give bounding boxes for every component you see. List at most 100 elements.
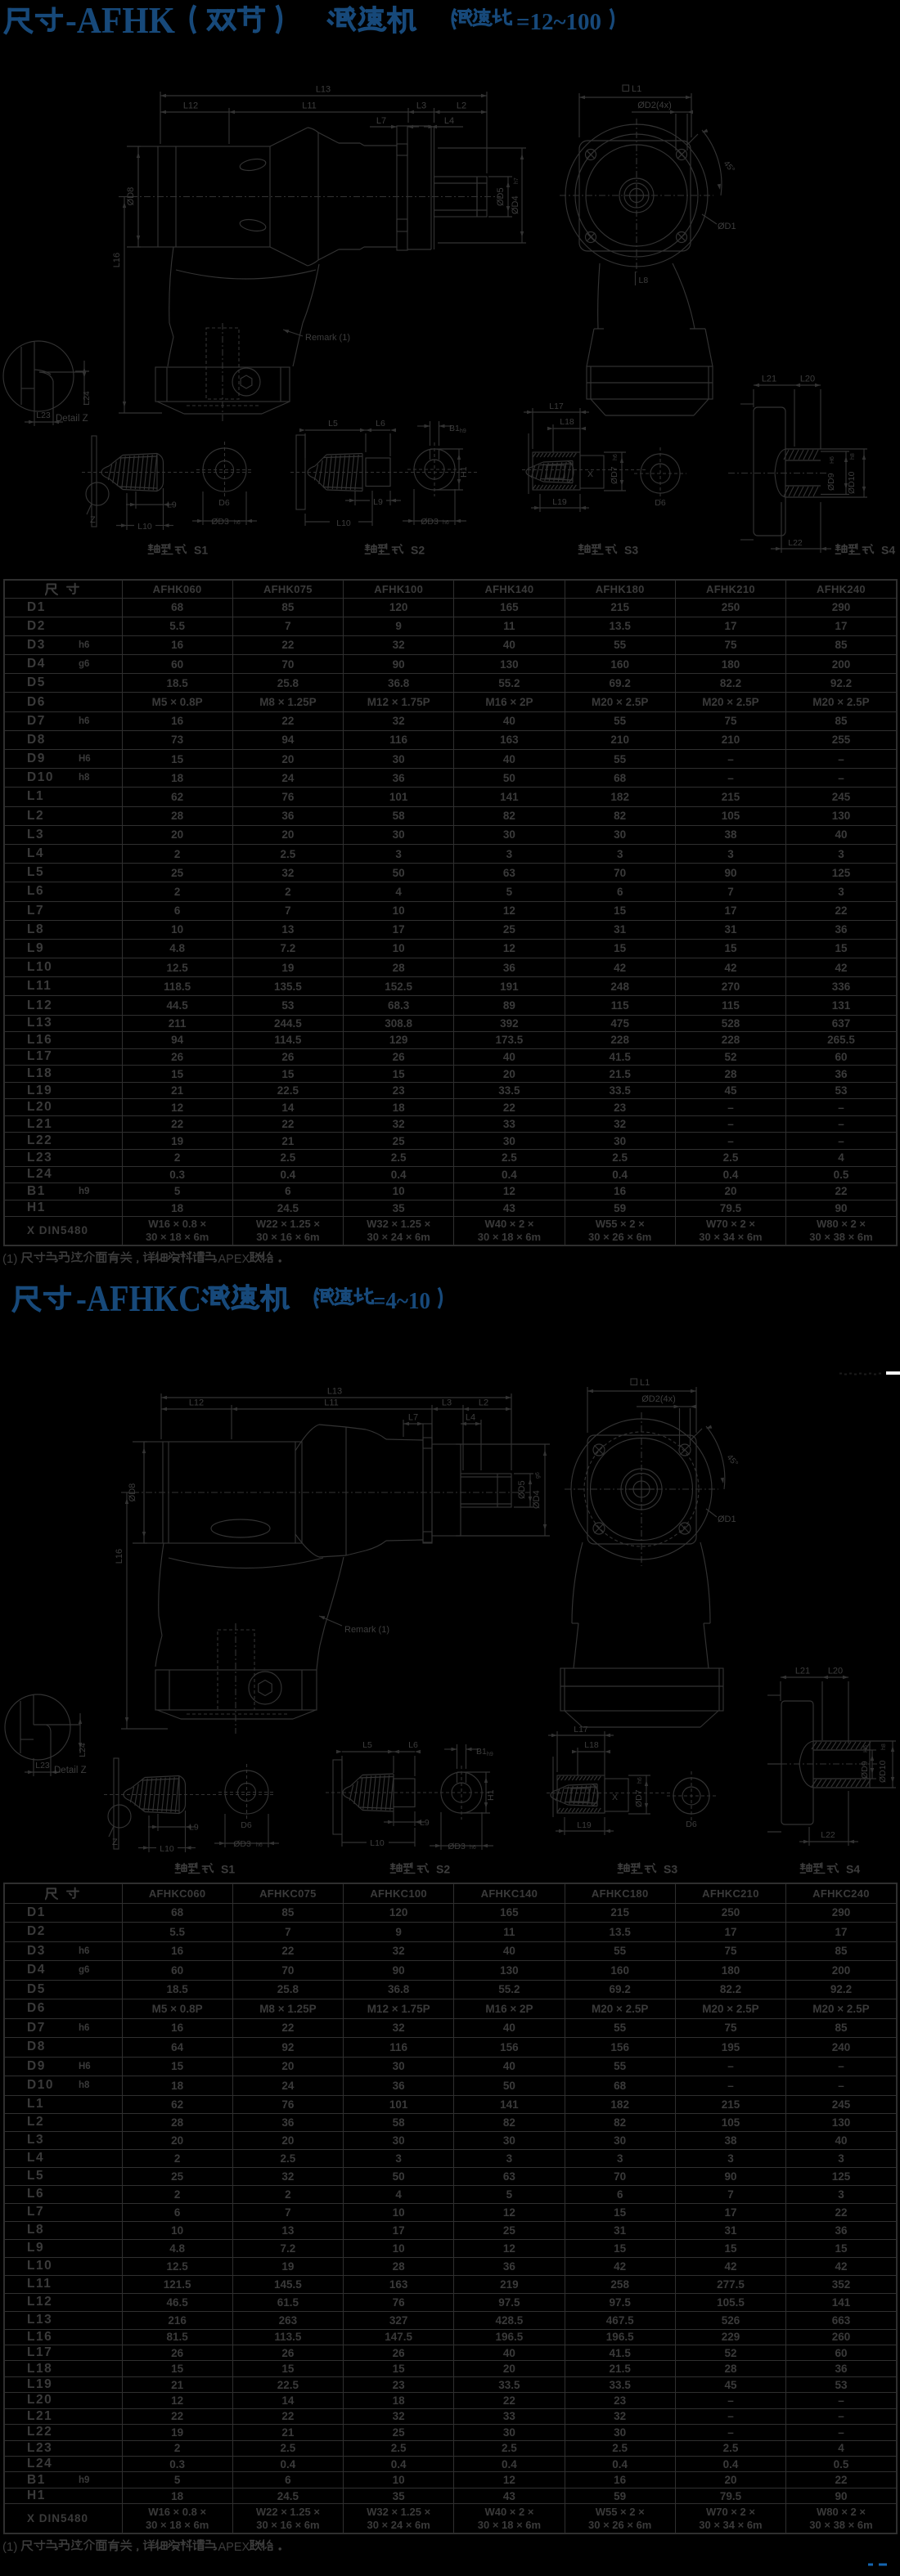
svg-text:X: X (587, 469, 593, 479)
svg-text:L19: L19 (552, 497, 567, 507)
svg-text:h9: h9 (460, 429, 466, 434)
svg-text:(1): (1) (2, 1252, 17, 1266)
svg-text:L2: L2 (479, 1398, 488, 1408)
svg-text:L19: L19 (577, 1820, 592, 1830)
svg-text:D6: D6 (218, 498, 230, 508)
svg-text:S4: S4 (881, 544, 895, 557)
svg-text:S2: S2 (411, 544, 425, 557)
svg-text:B1: B1 (476, 1747, 487, 1757)
svg-text:L8: L8 (639, 276, 649, 285)
svg-text:L9: L9 (167, 500, 177, 510)
svg-text:L12: L12 (189, 1398, 204, 1408)
svg-text:g6: g6 (535, 1472, 541, 1479)
svg-text:h6: h6 (443, 520, 449, 526)
svg-text:L23: L23 (36, 411, 51, 420)
svg-text:ØD7: ØD7 (634, 1789, 644, 1807)
svg-text:L7: L7 (376, 116, 386, 126)
svg-text:h6: h6 (234, 520, 241, 526)
svg-text:L9: L9 (420, 1818, 430, 1828)
svg-text:Remark (1): Remark (1) (305, 333, 350, 343)
svg-text:S3: S3 (624, 544, 638, 557)
svg-text:L6: L6 (376, 419, 385, 429)
svg-text:L13: L13 (327, 1387, 342, 1397)
svg-text:(1): (1) (2, 2540, 17, 2554)
svg-text:S4: S4 (846, 1863, 860, 1876)
svg-text:S2: S2 (436, 1863, 450, 1876)
svg-text:h6: h6 (613, 454, 619, 460)
svg-text:L17: L17 (549, 402, 564, 411)
svg-text:=4~10: =4~10 (373, 1288, 430, 1314)
svg-text:L11: L11 (302, 101, 317, 111)
svg-text:L22: L22 (788, 538, 803, 548)
svg-text:ØD3: ØD3 (233, 1839, 251, 1849)
svg-text:H6: H6 (830, 456, 835, 464)
svg-text:ØD9: ØD9 (860, 1761, 870, 1779)
svg-text:Detail Z: Detail Z (54, 1766, 87, 1775)
svg-text:H1: H1 (486, 1789, 496, 1801)
svg-text:L3: L3 (442, 1398, 452, 1408)
svg-text:L23: L23 (35, 1761, 50, 1770)
svg-text:L22: L22 (821, 1830, 835, 1840)
svg-text:L12: L12 (183, 101, 198, 111)
svg-text:ØD5: ØD5 (517, 1480, 527, 1499)
svg-text:L16: L16 (112, 253, 122, 267)
svg-text:h8: h8 (850, 453, 856, 460)
svg-text:APEX: APEX (218, 2541, 250, 2554)
svg-text:ØD1: ØD1 (718, 222, 736, 231)
svg-text:h7: h7 (514, 177, 520, 184)
svg-text:ØD10: ØD10 (847, 471, 857, 494)
svg-text:L6: L6 (408, 1740, 418, 1750)
svg-text:L11: L11 (324, 1398, 339, 1408)
svg-text:X: X (612, 1793, 618, 1802)
svg-text:L10: L10 (160, 1844, 174, 1854)
svg-text:L1: L1 (632, 84, 641, 94)
svg-text:45°: 45° (725, 1453, 740, 1469)
svg-text:ØD1: ØD1 (718, 1515, 736, 1524)
svg-text:S3: S3 (664, 1863, 677, 1876)
svg-text:Z: Z (90, 515, 96, 525)
svg-text:L1: L1 (640, 1378, 650, 1388)
svg-text:L9: L9 (189, 1823, 199, 1833)
svg-text:L10: L10 (370, 1838, 385, 1848)
svg-text:L10: L10 (336, 518, 351, 528)
svg-text:D6: D6 (686, 1820, 697, 1829)
svg-text:ØD9: ØD9 (826, 473, 836, 491)
svg-text:ØD4: ØD4 (511, 195, 520, 214)
svg-text:h8: h8 (881, 1744, 887, 1750)
svg-text:ØD3: ØD3 (448, 1842, 466, 1851)
svg-text:L18: L18 (584, 1740, 599, 1750)
svg-text:ØD5: ØD5 (496, 187, 506, 206)
svg-text:ØD3: ØD3 (211, 517, 229, 527)
svg-text:H1: H1 (459, 466, 469, 478)
svg-text:L9: L9 (373, 497, 383, 507)
svg-text:APEX: APEX (218, 1253, 250, 1266)
svg-text:L13: L13 (316, 85, 331, 95)
svg-text:ØD3: ØD3 (421, 517, 439, 527)
svg-text:S1: S1 (221, 1863, 235, 1876)
svg-text:L24: L24 (82, 391, 92, 406)
svg-text:h9: h9 (487, 1752, 493, 1757)
svg-text:D6: D6 (655, 498, 666, 508)
svg-text:L3: L3 (416, 101, 426, 111)
svg-text:L7: L7 (408, 1413, 418, 1423)
svg-text:45°: 45° (722, 159, 736, 175)
svg-text:L4: L4 (444, 116, 454, 126)
svg-text:L21: L21 (762, 375, 776, 384)
svg-text:h6: h6 (637, 1777, 643, 1784)
svg-text:ØD2(4x): ØD2(4x) (641, 1394, 676, 1404)
svg-text:L20: L20 (800, 375, 815, 384)
svg-text:Remark (1): Remark (1) (344, 1625, 389, 1635)
svg-text:L2: L2 (457, 101, 466, 111)
svg-text:ØD4: ØD4 (532, 1490, 542, 1509)
svg-text:L5: L5 (328, 419, 338, 429)
svg-text:h6: h6 (470, 1845, 476, 1851)
svg-text:L16: L16 (115, 1549, 124, 1564)
svg-text:L18: L18 (560, 417, 574, 427)
svg-text:B1: B1 (449, 424, 460, 433)
svg-text:L20: L20 (828, 1667, 843, 1676)
svg-text:H6: H6 (863, 1745, 869, 1752)
svg-text:L5: L5 (362, 1740, 372, 1750)
svg-text:L21: L21 (795, 1667, 810, 1676)
svg-text:L4: L4 (466, 1413, 475, 1423)
svg-text:-AFHKC: -AFHKC (76, 1277, 201, 1319)
